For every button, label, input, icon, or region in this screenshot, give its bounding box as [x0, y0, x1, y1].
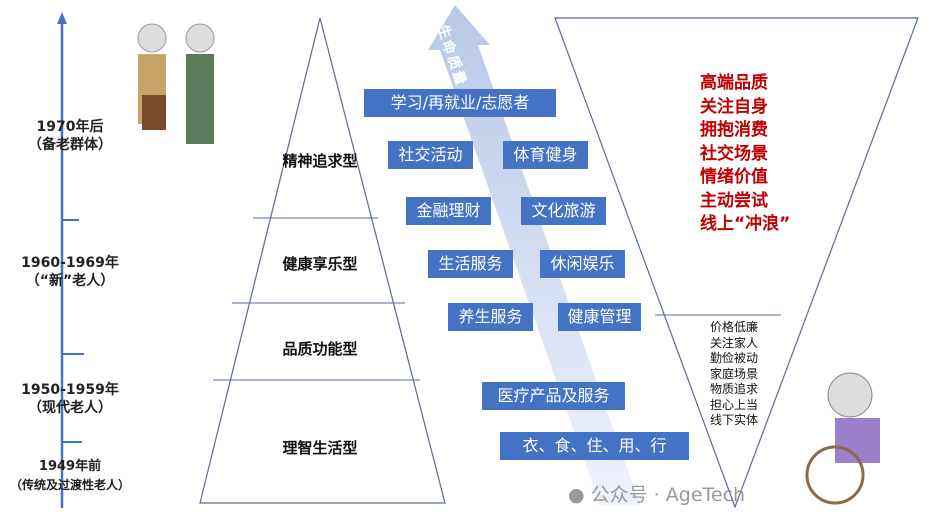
box-social: 社交活动	[388, 141, 473, 169]
level-quality: 品质功能型	[282, 340, 358, 358]
era-1950: 1950-1959年（现代老人）	[21, 382, 119, 416]
elderly-couple-illustration	[137, 23, 215, 144]
wheelchair-elderly-illustration	[805, 372, 880, 505]
pyramid	[199, 17, 446, 504]
lower-traits: 价格低廉关注家人勤俭被动家庭场景物质追求担心上当线下实体	[710, 320, 759, 427]
life-quality-arrow	[428, 5, 640, 505]
wechat-icon: ●	[568, 484, 585, 506]
era-1970: 1970年后（备老群体）	[28, 119, 112, 153]
level-rational: 理智生活型	[282, 439, 358, 457]
box-learning: 学习/再就业/志愿者	[364, 89, 556, 117]
box-life-service: 生活服务	[428, 250, 513, 278]
inverted-triangle	[554, 17, 919, 509]
level-health: 健康享乐型	[282, 255, 358, 273]
box-travel: 文化旅游	[521, 197, 606, 225]
upper-traits: 高端品质关注自身拥抱消费社交场景情绪价值主动尝试线上“冲浪”	[700, 73, 791, 234]
box-basic-needs: 衣、食、住、用、行	[500, 432, 689, 460]
box-wellness: 养生服务	[448, 303, 533, 331]
watermark: ● 公众号 · AgeTech	[568, 484, 746, 506]
box-finance: 金融理财	[406, 197, 491, 225]
era-1949: 1949年前（传统及过渡性老人）	[9, 459, 130, 492]
box-sports: 体育健身	[503, 141, 588, 169]
box-medical: 医疗产品及服务	[482, 382, 625, 410]
box-leisure: 休闲娱乐	[540, 250, 625, 278]
era-1960: 1960-1969年（“新”老人）	[21, 255, 119, 289]
level-spiritual: 精神追求型	[282, 152, 358, 170]
timeline-arrowhead	[57, 12, 67, 24]
box-health-mgmt: 健康管理	[558, 303, 641, 331]
